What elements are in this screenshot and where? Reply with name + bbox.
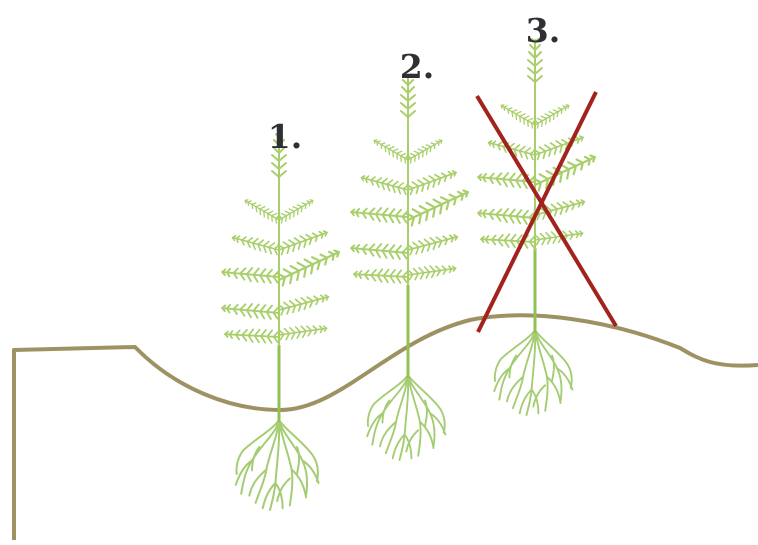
- seedling-2-crown: [351, 74, 471, 285]
- seedling-1-roots: [236, 420, 319, 510]
- label-seedling-1: 1.: [268, 117, 302, 156]
- seedling-1-crown: [222, 134, 342, 345]
- label-seedling-3: 3.: [526, 11, 560, 50]
- seedling-3-roots: [494, 330, 572, 415]
- seedling-3: [478, 39, 598, 415]
- ground-line: [14, 315, 758, 540]
- label-seedling-2: 2.: [400, 47, 434, 86]
- seedling-3-crown: [478, 39, 598, 250]
- seedling-2: [351, 74, 471, 460]
- seedling-2-roots: [367, 375, 445, 460]
- seedling-1: [222, 134, 342, 510]
